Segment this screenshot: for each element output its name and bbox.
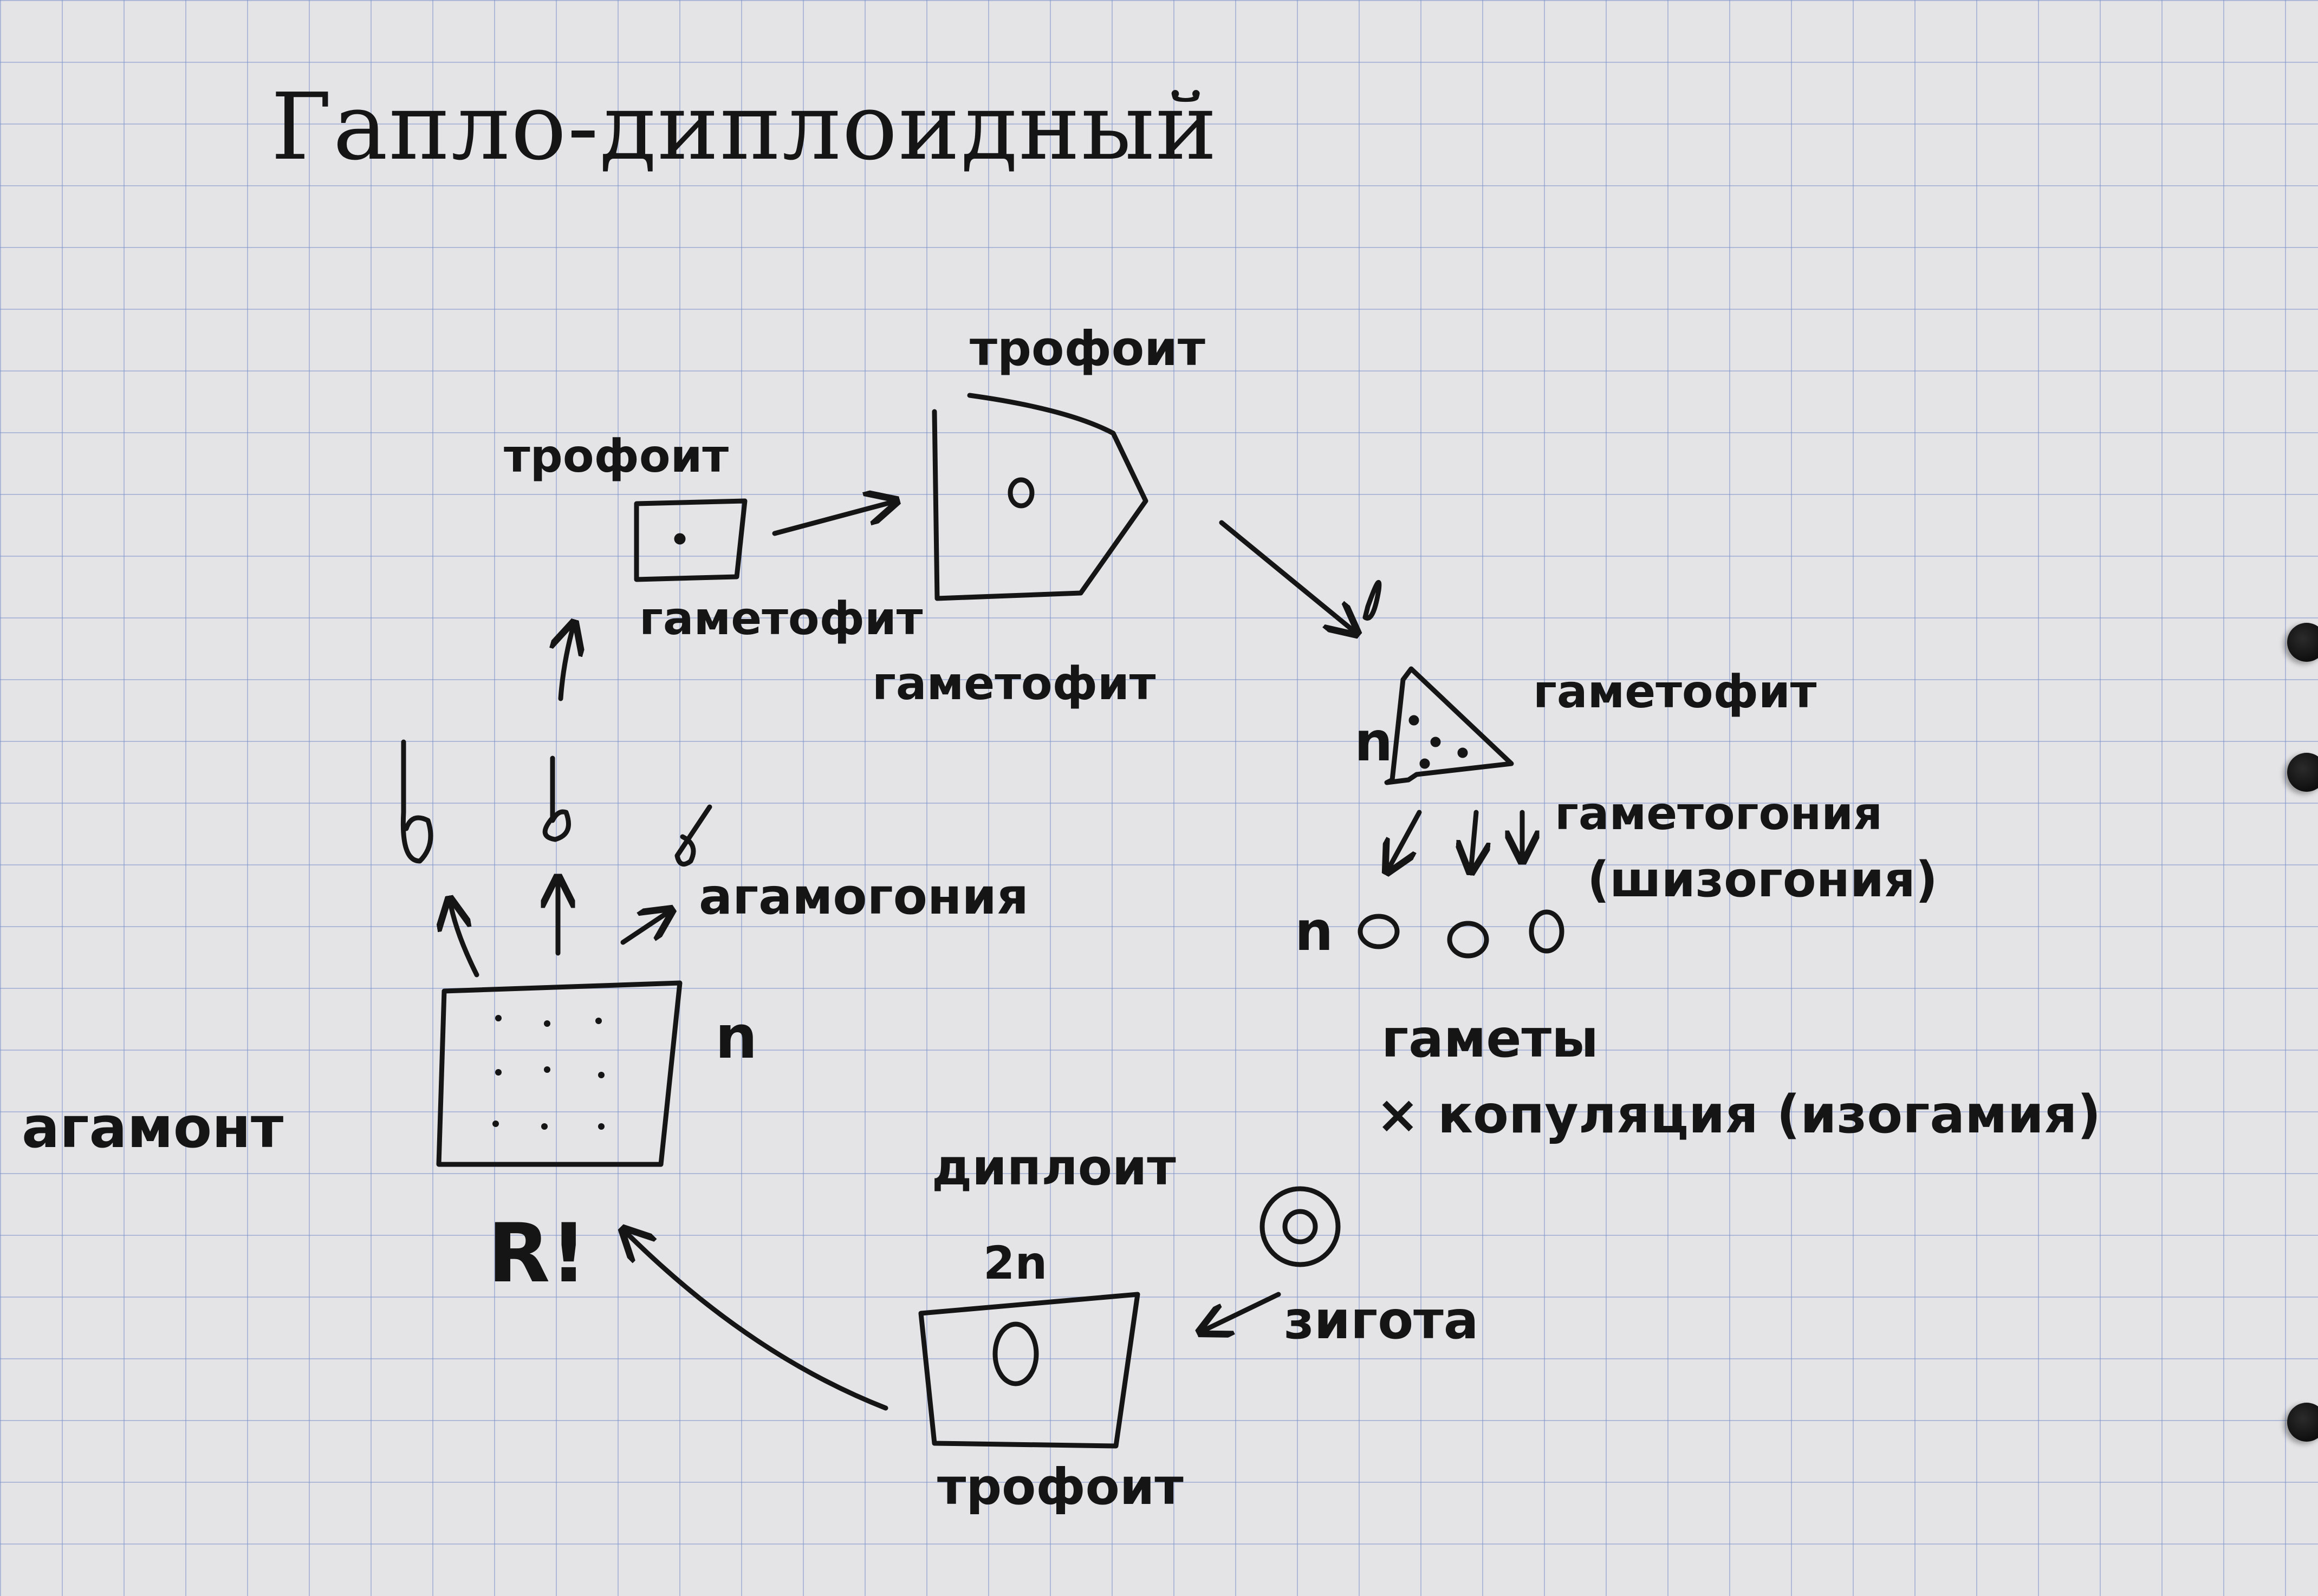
zygote-inner [1282, 1209, 1318, 1245]
label-gamont-3: гаметофит [1533, 665, 1817, 718]
label-gametes: гаметы [1381, 1008, 1599, 1069]
gamete-top [1362, 580, 1382, 621]
label-n-gametes: n [1295, 900, 1334, 963]
binder-ring-1 [2287, 623, 2318, 662]
gamete-3 [1529, 909, 1564, 954]
small-trophozoite-shape [634, 498, 748, 582]
arrow-gametogony-1 [1387, 810, 1422, 872]
label-zygote: зигота [1284, 1290, 1479, 1351]
label-gamont-2: гаметофит [872, 657, 1156, 710]
triangle-gamont-shape [1384, 666, 1514, 785]
label-trophozoite-top: трофоит [970, 321, 1205, 376]
page-title: Гапло-диплоидный [271, 74, 1218, 181]
label-n-agamont: n [715, 1002, 758, 1072]
large-trophozoite-shape [932, 393, 1148, 601]
arrow-large-to-gamete [1219, 520, 1357, 634]
label-ploidy-2n: 2n [983, 1236, 1048, 1289]
gamete-1 [1358, 914, 1400, 949]
label-n-triangle: n [1354, 710, 1393, 773]
arrow-small-to-large [772, 501, 897, 536]
label-gametogony: гаметогония [1555, 787, 1883, 840]
label-meiosis: R! [488, 1207, 587, 1301]
arrow-agamogony-1 [450, 899, 479, 978]
zygote-outer [1259, 1186, 1341, 1267]
label-agamogony: агамогония [699, 868, 1029, 926]
arrow-agamogony-3 [620, 910, 672, 945]
binder-ring-2 [2287, 753, 2318, 792]
label-trophozoite-bottom: трофоит [937, 1458, 1184, 1516]
label-gamont-1: гаметофит [639, 592, 923, 645]
small-trophozoite-nucleus [674, 533, 686, 545]
label-copulation: × копуляция (изогамия) [1376, 1084, 2101, 1145]
cell-3 [674, 804, 712, 867]
gamete-2 [1447, 921, 1489, 959]
arrow-meiosis [623, 1229, 888, 1411]
bottom-trophozoite-nucleus [992, 1321, 1039, 1386]
label-trophozoite-left: трофоит [504, 429, 729, 483]
binder-ring-3 [2287, 1403, 2318, 1442]
label-diploid: диплоит [932, 1138, 1176, 1196]
agamont-shape [436, 980, 683, 1167]
cell-1 [400, 739, 433, 864]
label-agamont: агамонт [22, 1095, 284, 1161]
label-schizogony: (шизогония) [1587, 851, 1938, 908]
agamont-nuclei [492, 1015, 605, 1130]
cell-2 [542, 755, 571, 842]
bottom-trophozoite-shape [918, 1292, 1140, 1449]
arrow-gametogony-2 [1471, 810, 1476, 872]
arrow-to-gamont [561, 623, 574, 701]
arrow-zygote-to-trophozoite [1200, 1292, 1281, 1332]
large-trophozoite-nucleus [1008, 477, 1035, 509]
